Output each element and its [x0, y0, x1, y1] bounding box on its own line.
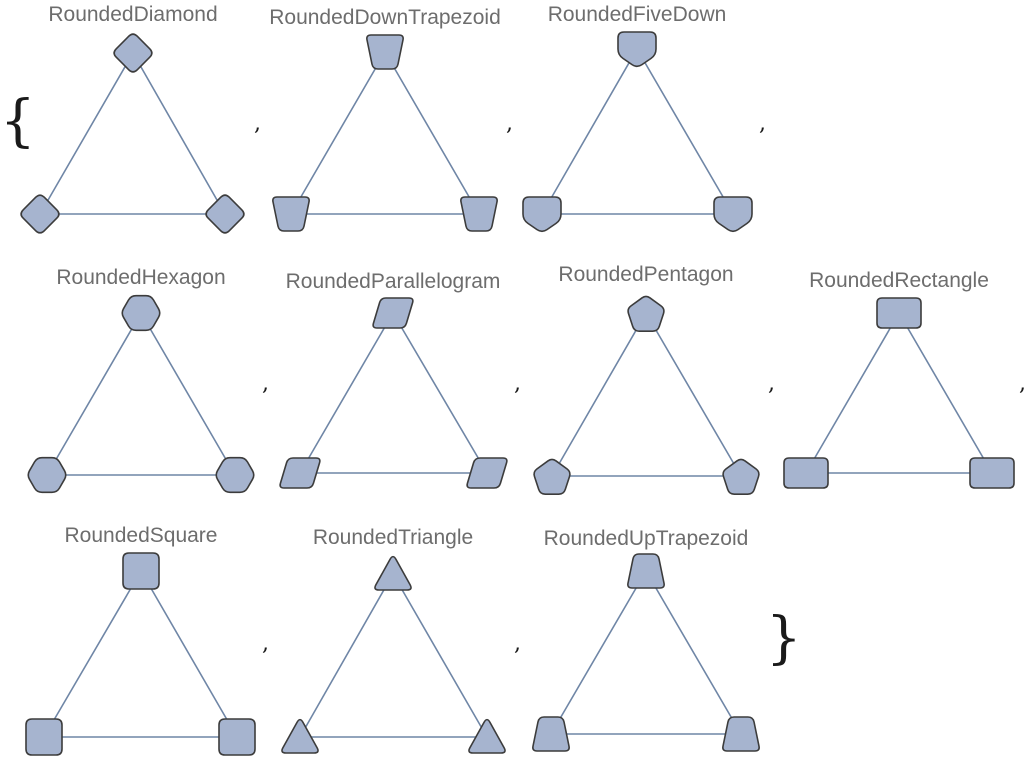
graph-vertex: [366, 34, 404, 70]
graph-edge: [551, 312, 647, 477]
graph-rounded-hexagon: RoundedHexagon: [27, 266, 255, 494]
graph-edge: [39, 52, 134, 215]
graph-label: RoundedFiveDown: [548, 3, 727, 26]
separator-comma: ,: [506, 111, 513, 136]
graph-rounded-rectangle: RoundedRectangle: [783, 269, 1015, 489]
separator-comma: ,: [514, 631, 521, 656]
graph-edge: [550, 570, 647, 735]
graph-vertex: [122, 552, 160, 590]
open-brace: {: [0, 89, 36, 154]
graph-label: RoundedTriangle: [313, 526, 473, 549]
graph-rounded-diamond: RoundedDiamond: [20, 3, 245, 234]
separator-comma: ,: [759, 111, 766, 136]
graph-vertex: [876, 297, 922, 329]
graph-rounded-triangle: RoundedTriangle: [281, 526, 506, 754]
graph-vertex: [205, 194, 245, 234]
graph-vertex: [627, 295, 665, 332]
graph-vertex: [722, 458, 760, 495]
graph-label: RoundedSquare: [65, 524, 218, 547]
graph-vertex: [121, 294, 161, 332]
graph-vertex: [218, 718, 256, 756]
graph-vertex: [522, 196, 562, 233]
graph-edge: [392, 573, 488, 738]
graph-vertex: [722, 716, 760, 752]
graph-label: RoundedParallelogram: [286, 270, 501, 293]
separator-comma: ,: [262, 371, 269, 396]
graph-label: RoundedDownTrapezoid: [269, 6, 501, 29]
graph-label: RoundedRectangle: [809, 269, 989, 292]
graph-vertex: [281, 718, 319, 754]
graph-edge: [384, 51, 480, 215]
graph-vertex: [460, 196, 498, 232]
graph-vertex: [20, 194, 60, 234]
graph-edge: [299, 312, 394, 474]
graph-vertex: [969, 457, 1015, 489]
graph-edge: [290, 51, 386, 215]
graph-edge: [46, 312, 142, 476]
graph-vertex: [25, 718, 63, 756]
graph-label: RoundedPentagon: [558, 263, 733, 286]
graph-vertex: [532, 716, 570, 752]
graph-edge: [636, 48, 734, 215]
graph-vertex: [466, 457, 508, 489]
graph-vertex: [113, 33, 153, 73]
separator-comma: ,: [262, 631, 269, 656]
graph-edge: [140, 570, 238, 738]
separator-comma: ,: [768, 371, 775, 396]
separator-comma: ,: [514, 371, 521, 396]
graph-rounded-square: RoundedSquare: [25, 524, 256, 756]
graph-label: RoundedDiamond: [48, 3, 217, 26]
graph-edge: [43, 570, 142, 738]
graph-rounded-pentagon: RoundedPentagon: [533, 263, 760, 495]
graphs-layer: RoundedDiamond, RoundedDownTrapezoid, Roun…: [20, 3, 1026, 756]
graph-rounded-parallelogram: RoundedParallelogram: [279, 270, 508, 489]
graph-edge: [132, 52, 226, 215]
graph-vertex: [617, 31, 657, 68]
graph-vertex: [533, 458, 571, 495]
graph-edge: [645, 570, 742, 735]
graph-edge: [299, 573, 394, 738]
separator-comma: ,: [254, 111, 261, 136]
close-brace: }: [766, 606, 802, 671]
graph-vertex: [468, 718, 506, 754]
separator-comma: ,: [1019, 371, 1026, 396]
graph-edge: [541, 48, 638, 215]
graph-rounded-down-trapezoid: RoundedDownTrapezoid: [269, 6, 501, 232]
graph-vertex: [372, 297, 414, 329]
graph-vertex: [627, 553, 665, 589]
graph-rounded-up-trapezoid: RoundedUpTrapezoid: [532, 527, 760, 752]
graph-label: RoundedUpTrapezoid: [544, 527, 749, 550]
graph-edge: [805, 312, 900, 474]
graph-rounded-five-down: RoundedFiveDown: [522, 3, 753, 233]
graph-vertex: [374, 555, 412, 591]
graph-edge: [140, 312, 236, 476]
graph-vertex: [783, 457, 829, 489]
graph-vertex: [272, 196, 310, 232]
graph-vertex: [713, 196, 753, 233]
graph-label: RoundedHexagon: [56, 266, 225, 289]
graph-vertex: [27, 456, 67, 494]
graph-edge: [392, 312, 488, 474]
graph-vertex: [279, 457, 321, 489]
graph-edge: [898, 312, 993, 474]
graph-edge: [645, 312, 742, 477]
graph-vertex: [215, 456, 255, 494]
